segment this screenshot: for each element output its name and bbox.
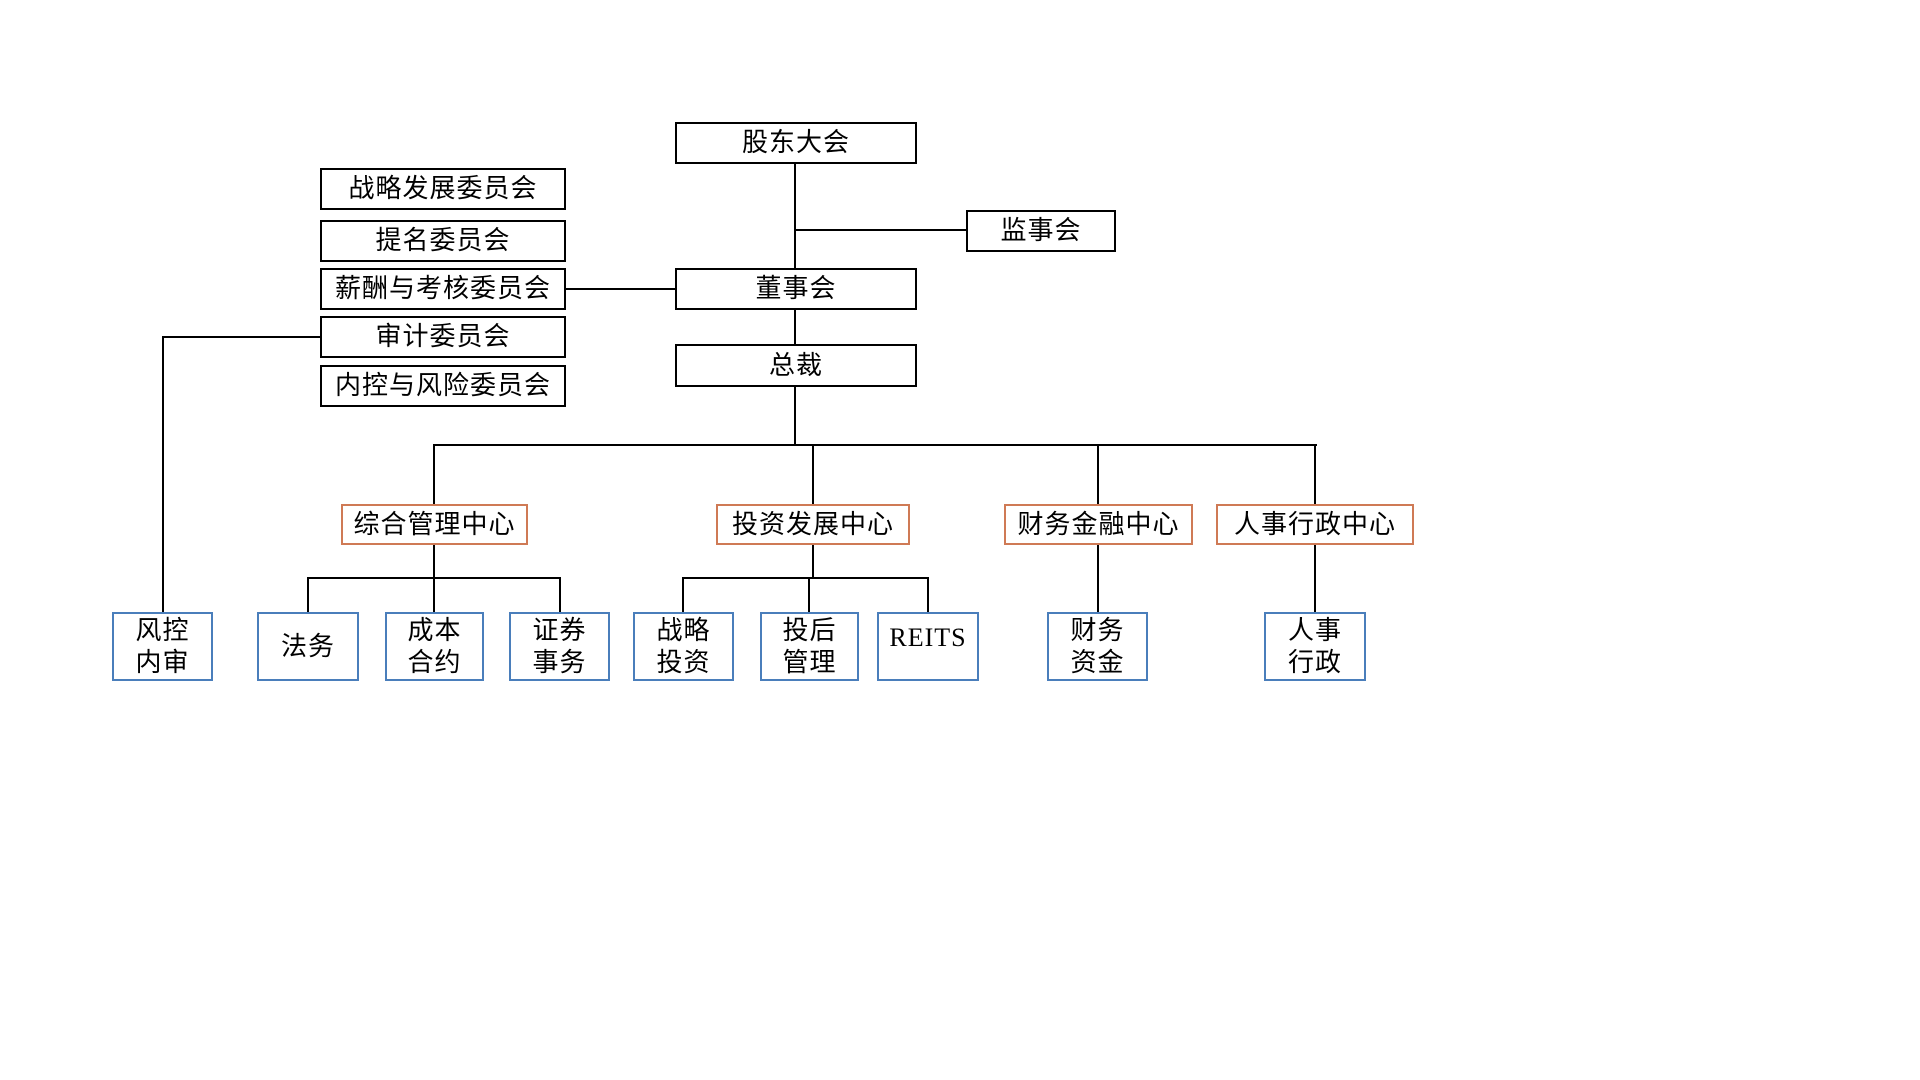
connector-general-bar [307, 577, 561, 579]
node-president: 总裁 [675, 344, 917, 387]
connector-drop-reits [927, 577, 929, 612]
node-supervisory-board: 监事会 [966, 210, 1116, 252]
connector-drop-finance-center [1097, 444, 1099, 505]
node-committee-internal-risk: 内控与风险委员会 [320, 365, 566, 407]
node-board-of-directors: 董事会 [675, 268, 917, 310]
connector-drop-securities [559, 577, 561, 612]
connector-remuneration-board [566, 288, 675, 290]
connector-investment-bar [682, 577, 929, 579]
connector-audit-side-horizontal [162, 336, 320, 338]
node-committee-remuneration: 薪酬与考核委员会 [320, 268, 566, 310]
node-dept-post-investment: 投后 管理 [760, 612, 859, 681]
connector-drop-strategic-investment [682, 577, 684, 612]
connector-hrcenter-hrdept [1314, 545, 1316, 612]
connector-finance-treasury [1097, 545, 1099, 612]
node-committee-strategy: 战略发展委员会 [320, 168, 566, 210]
node-committee-audit: 审计委员会 [320, 316, 566, 358]
node-shareholders-meeting: 股东大会 [675, 122, 917, 164]
connector-drop-legal [307, 577, 309, 612]
node-dept-cost-contract: 成本 合约 [385, 612, 484, 681]
connector-drop-post-investment [808, 577, 810, 612]
node-center-finance: 财务金融中心 [1004, 504, 1193, 545]
connector-supervisory-branch [795, 229, 966, 231]
connector-board-president [794, 310, 796, 344]
connector-trunk-bar [433, 444, 1317, 446]
connector-president-trunk [794, 387, 796, 445]
node-dept-finance-treasury: 财务 资金 [1047, 612, 1148, 681]
node-dept-strategic-investment: 战略 投资 [633, 612, 734, 681]
node-dept-risk-control-audit: 风控 内审 [112, 612, 213, 681]
connector-drop-general-center [433, 444, 435, 505]
connector-drop-investment-center [812, 444, 814, 505]
connector-audit-side-vertical [162, 336, 164, 612]
connector-investment-stem [812, 545, 814, 579]
node-dept-legal: 法务 [257, 612, 359, 681]
connector-shareholders-board [794, 164, 796, 268]
node-center-hr-admin: 人事行政中心 [1216, 504, 1414, 545]
connector-drop-hr-center [1314, 444, 1316, 505]
node-center-general-management: 综合管理中心 [341, 504, 528, 545]
node-committee-nomination: 提名委员会 [320, 220, 566, 262]
node-dept-reits: REITS [877, 612, 979, 681]
node-dept-hr-admin: 人事 行政 [1264, 612, 1366, 681]
node-center-investment-development: 投资发展中心 [716, 504, 910, 545]
node-dept-securities: 证券 事务 [509, 612, 610, 681]
